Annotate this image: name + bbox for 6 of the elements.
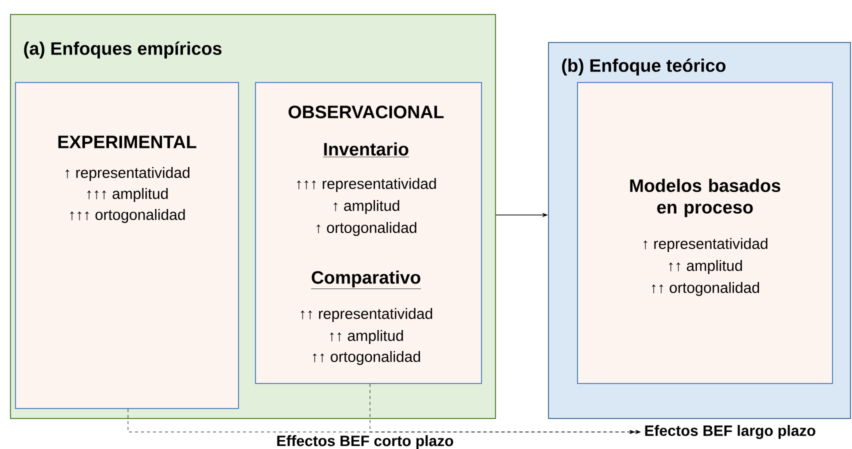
edge-label: Effectos BEF corto plazo — [275, 434, 455, 449]
category-box: EXPERIMENTAL ↑ representatividad ↑↑↑ amplitud ↑↑↑ ortogonalidad — [15, 82, 239, 409]
model-box: Modelos basados en proceso ↑ representatividad ↑↑ amplitud ↑↑ ortogonalidad — [577, 82, 833, 384]
dashed-arrow — [370, 384, 641, 434]
category-box: OBSERVACIONAL Inventario ↑↑↑ representatividad ↑ amplitud ↑ ortogonalidad Comparativo ↑↑ representatividad ↑↑ amplitud ↑↑ ortogonalidad — [255, 82, 482, 384]
outcome-label: Efectos BEF largo plazo — [645, 424, 816, 440]
